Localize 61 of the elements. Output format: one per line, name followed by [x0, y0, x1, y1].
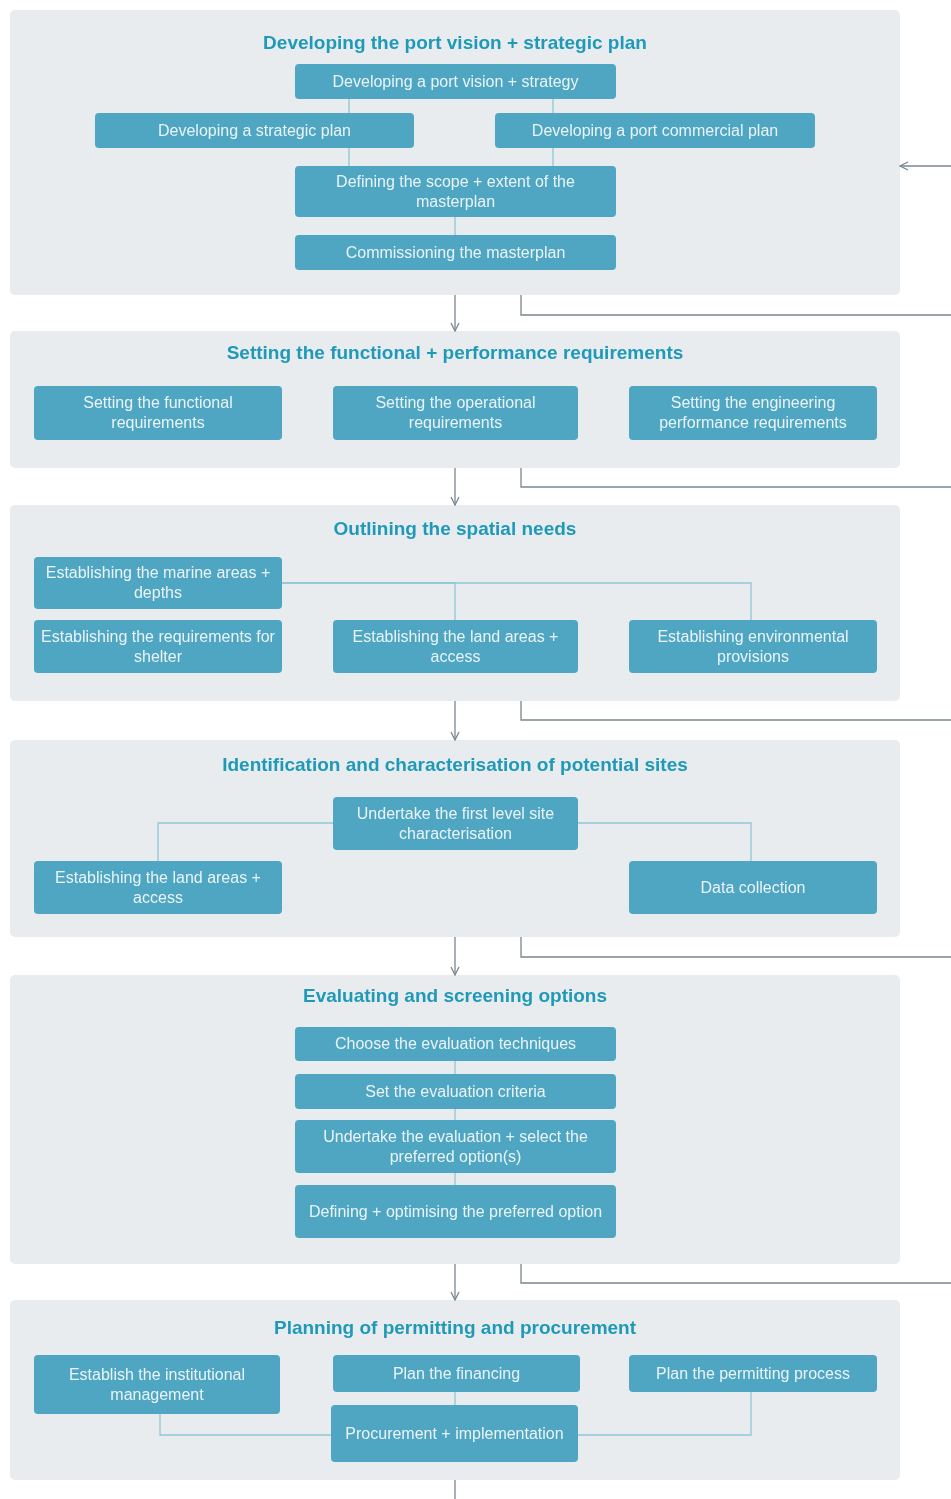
process-box: Establishing the marine areas + depths [34, 557, 282, 609]
process-box: Plan the permitting process [629, 1355, 877, 1392]
arrow [450, 700, 460, 741]
connector-line [520, 294, 951, 316]
process-box: Establishing the land areas + access [333, 620, 578, 673]
connector-line [577, 822, 752, 862]
connector-line [157, 822, 334, 862]
connector-line [159, 1413, 332, 1436]
process-box: Establish the institutional management [34, 1355, 280, 1414]
process-box: Developing a port vision + strategy [295, 64, 616, 99]
process-box: Undertake the evaluation + select the preferred option(s) [295, 1120, 616, 1173]
connector-line [454, 1479, 456, 1499]
process-box: Establishing the requirements for shelter [34, 620, 282, 673]
process-box: Establishing environmental provisions [629, 620, 877, 673]
stage-panel [10, 505, 900, 701]
connector-line [520, 700, 951, 721]
process-box: Set the evaluation criteria [295, 1074, 616, 1109]
stage-title: Outlining the spatial needs [332, 518, 578, 540]
stage-title: Evaluating and screening options [301, 985, 608, 1007]
process-box: Developing a port commercial plan [495, 113, 815, 148]
arrow [450, 294, 460, 332]
connector-line [348, 98, 350, 114]
connector-line [454, 1172, 456, 1186]
connector-line [454, 216, 456, 236]
connector-line [454, 1391, 456, 1406]
connector-line [454, 1060, 456, 1075]
process-box: Defining + optimising the preferred option [295, 1185, 616, 1238]
connector-line [520, 1263, 951, 1284]
connector-line [281, 582, 752, 621]
connector-line [348, 147, 350, 167]
stage-panel [10, 10, 900, 295]
connector-line [520, 936, 951, 958]
process-box: Procurement + implementation [331, 1405, 578, 1462]
process-box: Setting the engineering performance requirements [629, 386, 877, 440]
process-box: Establishing the land areas + access [34, 861, 282, 914]
connector-line [577, 1391, 752, 1436]
stage-title: Developing the port vision + strategic plan [262, 32, 648, 54]
process-box: Undertake the first level site characterisation [333, 797, 578, 850]
stage-title: Planning of permitting and procurement [272, 1317, 638, 1339]
process-box: Choose the evaluation techniques [295, 1027, 616, 1061]
stage-title: Identification and characterisation of potential sites [221, 754, 689, 776]
stage-title: Setting the functional + performance requirements [225, 342, 685, 364]
process-box: Setting the operational requirements [333, 386, 578, 440]
connector-line [454, 1108, 456, 1121]
process-box: Data collection [629, 861, 877, 914]
process-box: Developing a strategic plan [95, 113, 414, 148]
stage-panel [10, 331, 900, 468]
process-box: Setting the functional requirements [34, 386, 282, 440]
arrow [899, 161, 951, 171]
stage-panel [10, 740, 900, 937]
connector-line [552, 98, 554, 114]
arrow [450, 467, 460, 506]
stage-panel [10, 1300, 900, 1480]
connector-line [552, 147, 554, 167]
connector-line [520, 467, 951, 488]
stage-panel [10, 975, 900, 1264]
process-box: Plan the financing [333, 1355, 580, 1392]
arrow [450, 936, 460, 976]
process-box: Commissioning the masterplan [295, 235, 616, 270]
arrow [450, 1263, 460, 1301]
process-box: Defining the scope + extent of the masterplan [295, 166, 616, 217]
